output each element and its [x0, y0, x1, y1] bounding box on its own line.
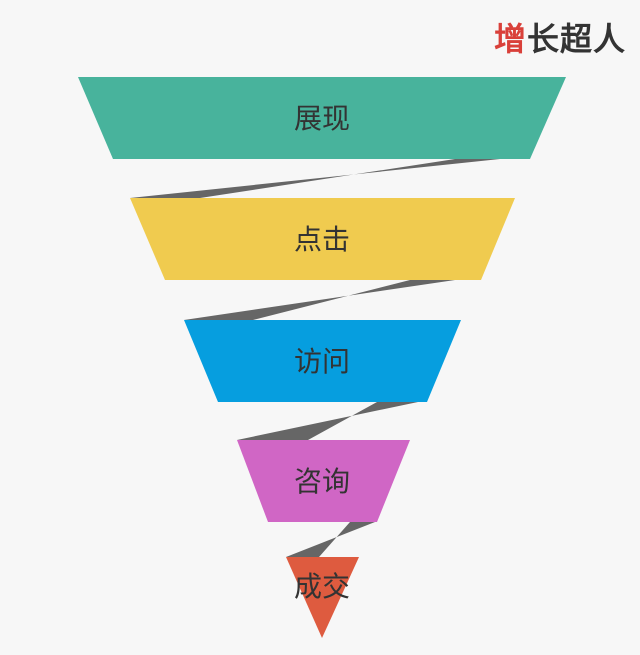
stage-2-shape	[130, 198, 515, 280]
stage-1-shape	[78, 77, 566, 159]
stage-4-shape	[237, 440, 410, 522]
stage-4-label: 咨询	[294, 465, 350, 498]
connector-3	[237, 402, 418, 440]
logo-rest: 长超人	[526, 20, 626, 58]
brand-logo: 增长超人	[494, 14, 626, 60]
stage-5-label: 成交	[294, 570, 350, 603]
stage-3-label: 访问	[294, 345, 350, 378]
stage-3-shape	[184, 320, 461, 402]
connector-2	[184, 280, 455, 320]
connector-4	[286, 522, 375, 557]
funnel-connectors	[130, 159, 500, 557]
stage-2-label: 点击	[294, 223, 350, 256]
logo-first-char: 增	[493, 20, 527, 58]
connector-1	[130, 159, 500, 198]
stage-5-shape	[286, 557, 359, 638]
stage-1-label: 展现	[294, 102, 350, 135]
